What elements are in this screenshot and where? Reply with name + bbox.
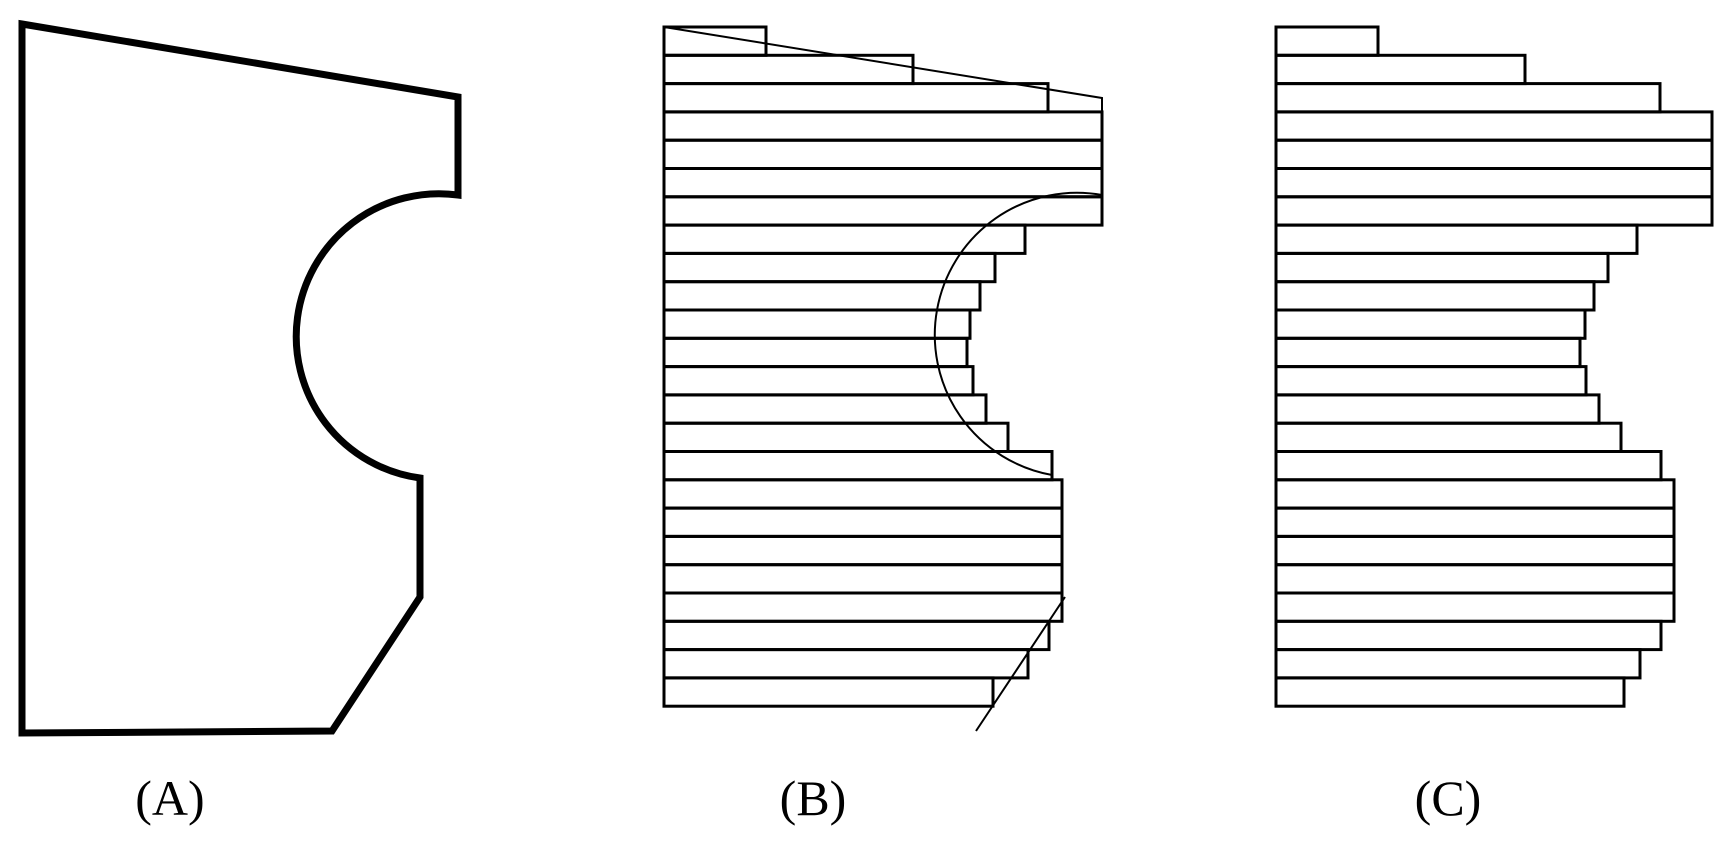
panel-c-layer-19 (1274, 534, 1676, 567)
panel-b-layer-13 (662, 365, 975, 397)
panel-c-layer-15 (1274, 421, 1623, 454)
panel-c-layer-24 (1274, 676, 1626, 708)
panel-c-layer-23 (1274, 648, 1642, 680)
panel-c-layer-8 (1274, 223, 1639, 255)
panel-c-layer-6 (1274, 167, 1714, 199)
panel-c-layer-3 (1274, 82, 1662, 114)
panel-b-contour (663, 26, 1103, 732)
panel-b-layer-3 (662, 82, 1050, 114)
panel-b-layer-18 (662, 506, 1064, 538)
panel-b-layer-2 (662, 53, 915, 86)
panel-a: (A) (18, 19, 462, 826)
panel-c-layer-9 (1274, 251, 1610, 284)
panel-c-layer-1 (1274, 25, 1380, 57)
panel-b-layer-6 (662, 167, 1104, 199)
panel-c-label: (C) (1415, 770, 1482, 826)
panel-c: (C) (1274, 25, 1714, 826)
panel-c-layer-11 (1274, 308, 1587, 340)
panel-c-layer-12 (1274, 336, 1582, 369)
panel-b-layer-17 (662, 478, 1064, 510)
panel-b-layer-12 (662, 336, 969, 369)
panel-b-layer-11 (662, 308, 972, 340)
panel-b-layer-21 (662, 591, 1064, 623)
panel-b-layer-15 (662, 421, 1010, 454)
panel-c-layer-18 (1274, 506, 1676, 538)
panel-b-layer-20 (662, 563, 1064, 595)
panel-c-layer-17 (1274, 478, 1676, 510)
panel-b-layer-10 (662, 280, 982, 312)
panel-c-layer-4 (1274, 110, 1714, 142)
panel-b: (B) (662, 25, 1104, 826)
panel-c-layer-14 (1274, 393, 1601, 425)
panel-b-layer-7 (662, 195, 1104, 227)
panel-b-layer-16 (662, 450, 1054, 482)
panel-b-layer-9 (662, 251, 997, 284)
panel-c-layer-21 (1274, 591, 1676, 623)
panel-b-layer-22 (662, 619, 1051, 652)
panel-b-layer-23 (662, 648, 1030, 680)
panel-c-layer-5 (1274, 138, 1714, 170)
panel-c-layer-10 (1274, 280, 1596, 312)
panel-c-layer-7 (1274, 195, 1714, 227)
panel-c-layer-20 (1274, 563, 1676, 595)
panel-b-layers (662, 25, 1104, 708)
panel-b-layer-4 (662, 110, 1104, 142)
panel-c-layer-13 (1274, 365, 1588, 397)
panel-b-layer-14 (662, 393, 988, 425)
panel-c-layer-16 (1274, 450, 1663, 482)
panel-b-layer-19 (662, 534, 1064, 567)
panel-c-layers (1274, 25, 1714, 708)
panel-b-label: (B) (780, 770, 847, 826)
panel-c-layer-22 (1274, 619, 1663, 652)
panel-a-outline (18, 19, 462, 737)
panel-c-layer-2 (1274, 53, 1527, 86)
panel-b-layer-24 (662, 676, 995, 708)
panel-b-layer-5 (662, 138, 1104, 170)
panel-a-label: (A) (135, 770, 204, 826)
